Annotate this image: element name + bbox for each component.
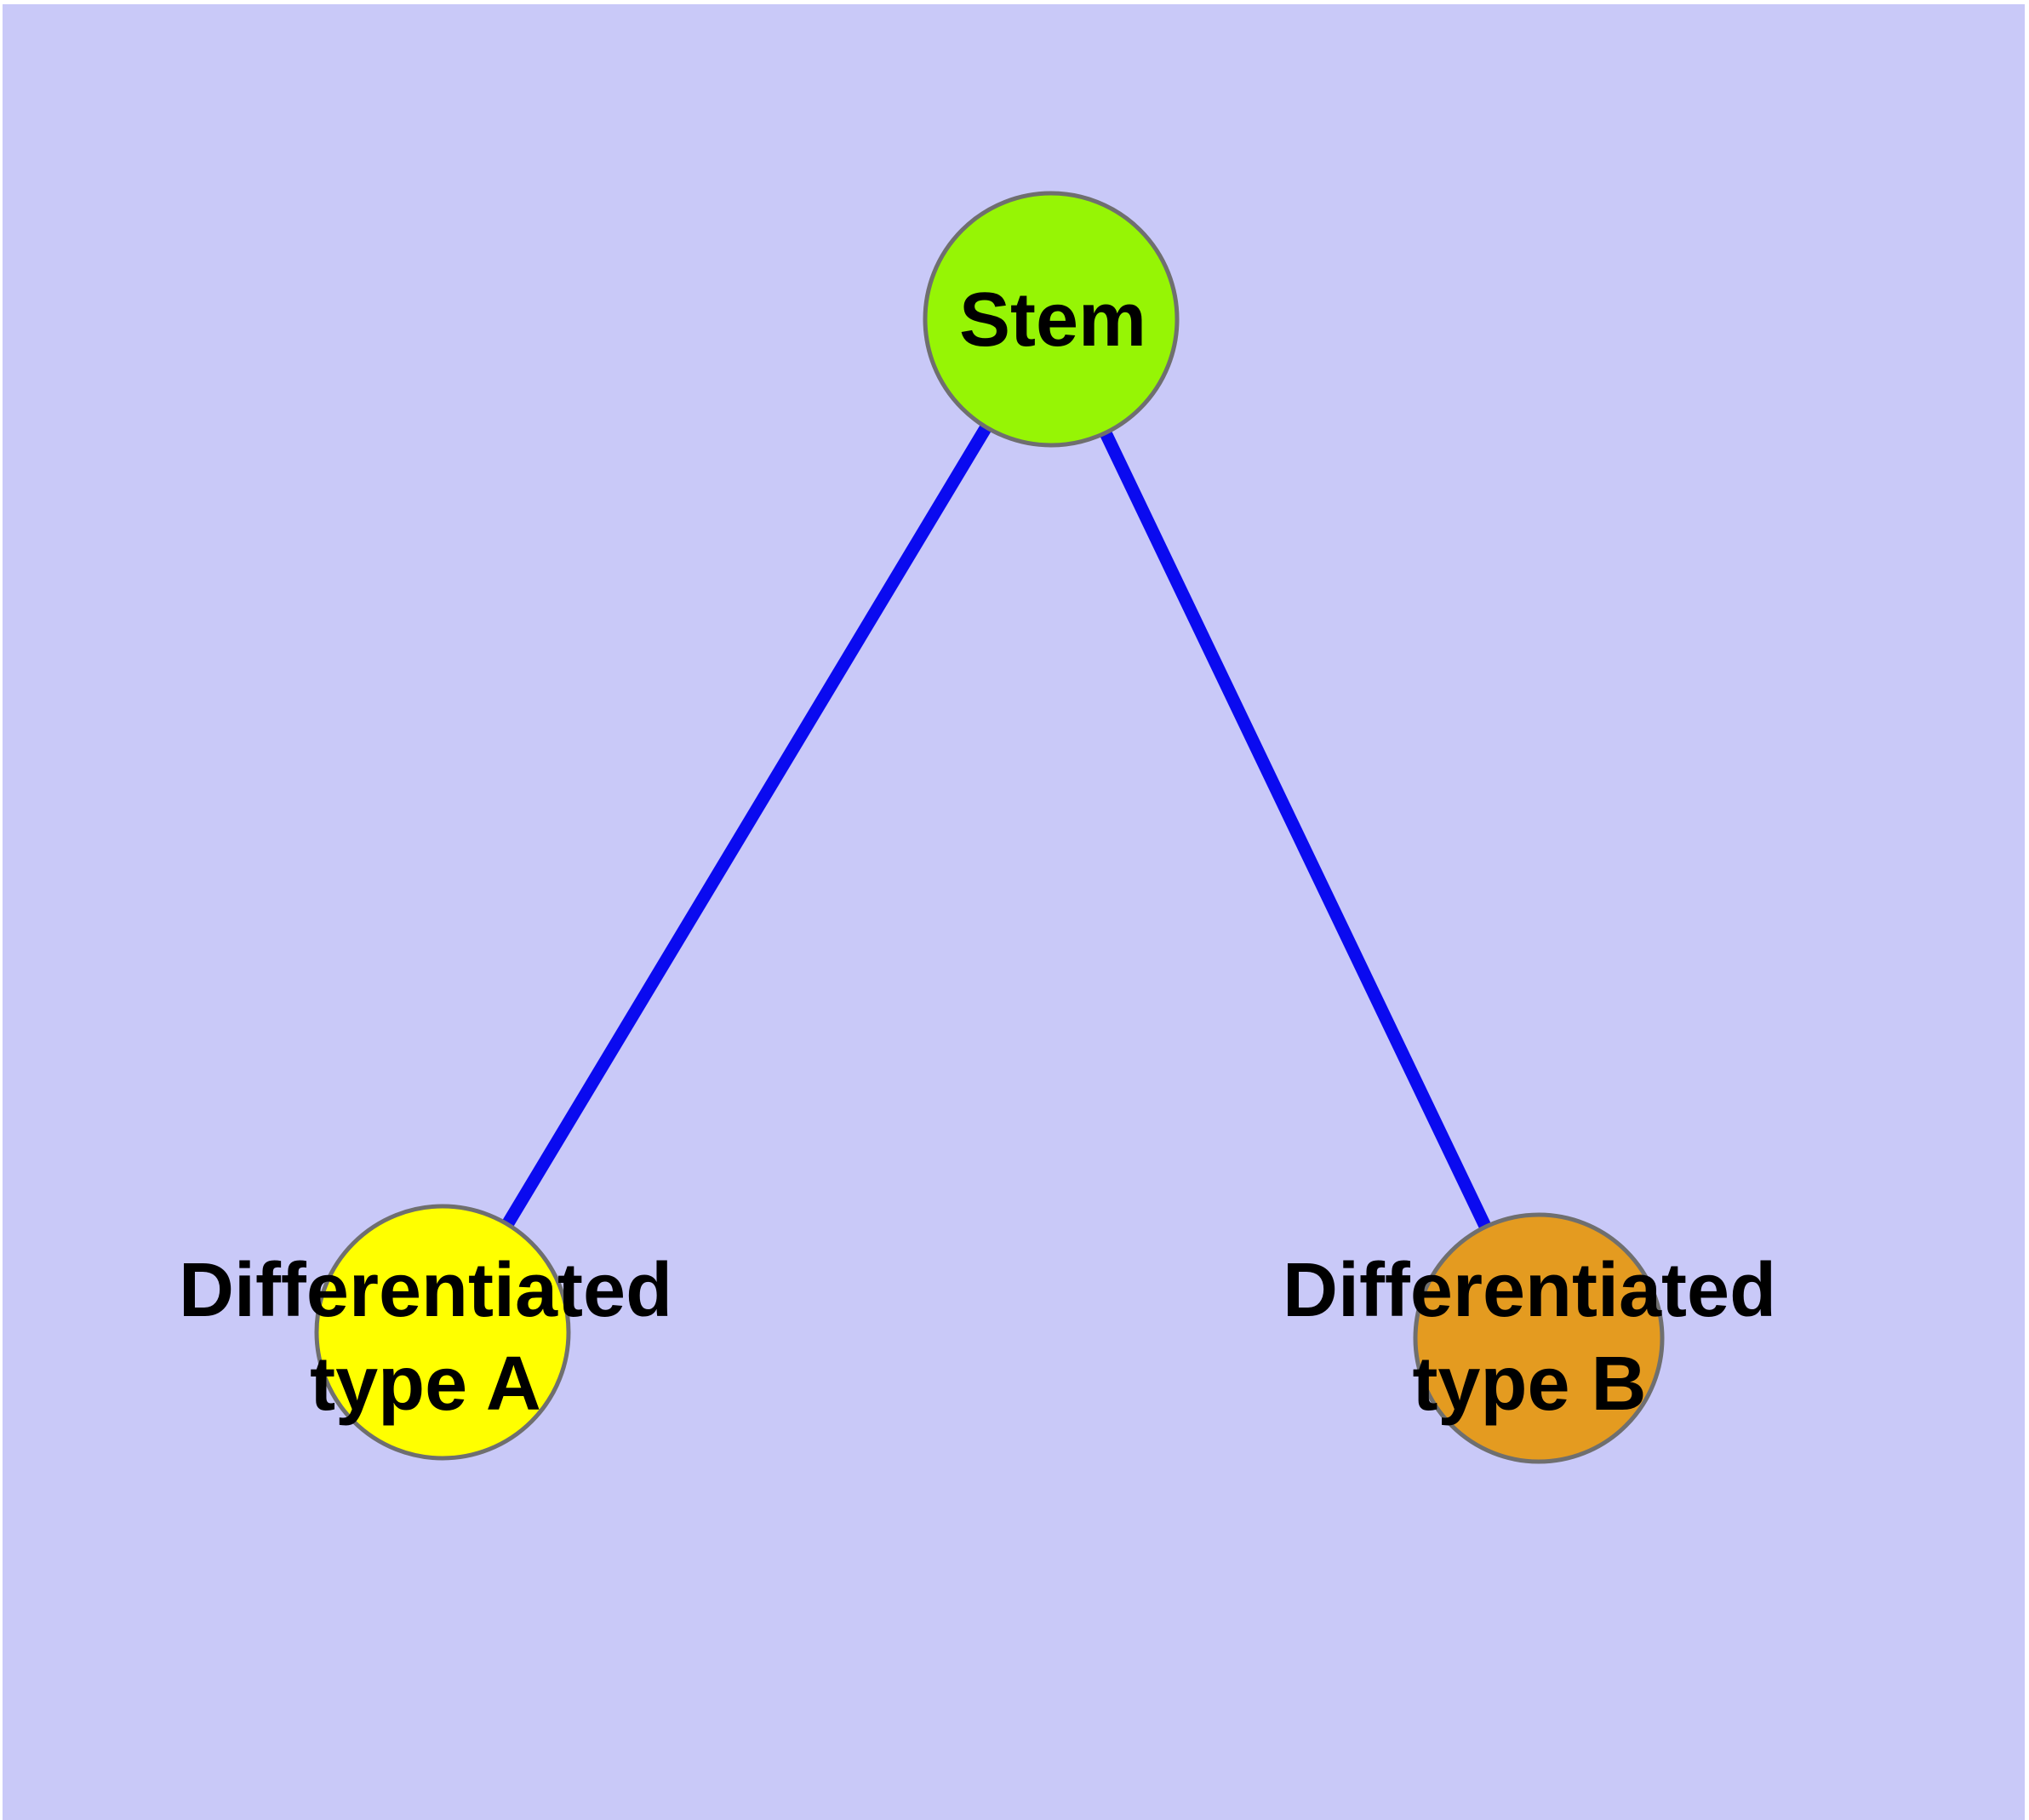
node-type-b-label: Differentiated type B	[1282, 1248, 1777, 1427]
node-type-a-circle	[314, 1204, 571, 1461]
node-stem-circle	[923, 191, 1180, 448]
edge-stem-to-type-b	[1045, 316, 1545, 1342]
edge-stem-to-type-a	[437, 316, 1057, 1336]
node-type-b-circle	[1413, 1212, 1665, 1464]
node-stem-label: Stem	[958, 278, 1147, 363]
node-type-a-label: Differentiated type A	[178, 1248, 673, 1427]
